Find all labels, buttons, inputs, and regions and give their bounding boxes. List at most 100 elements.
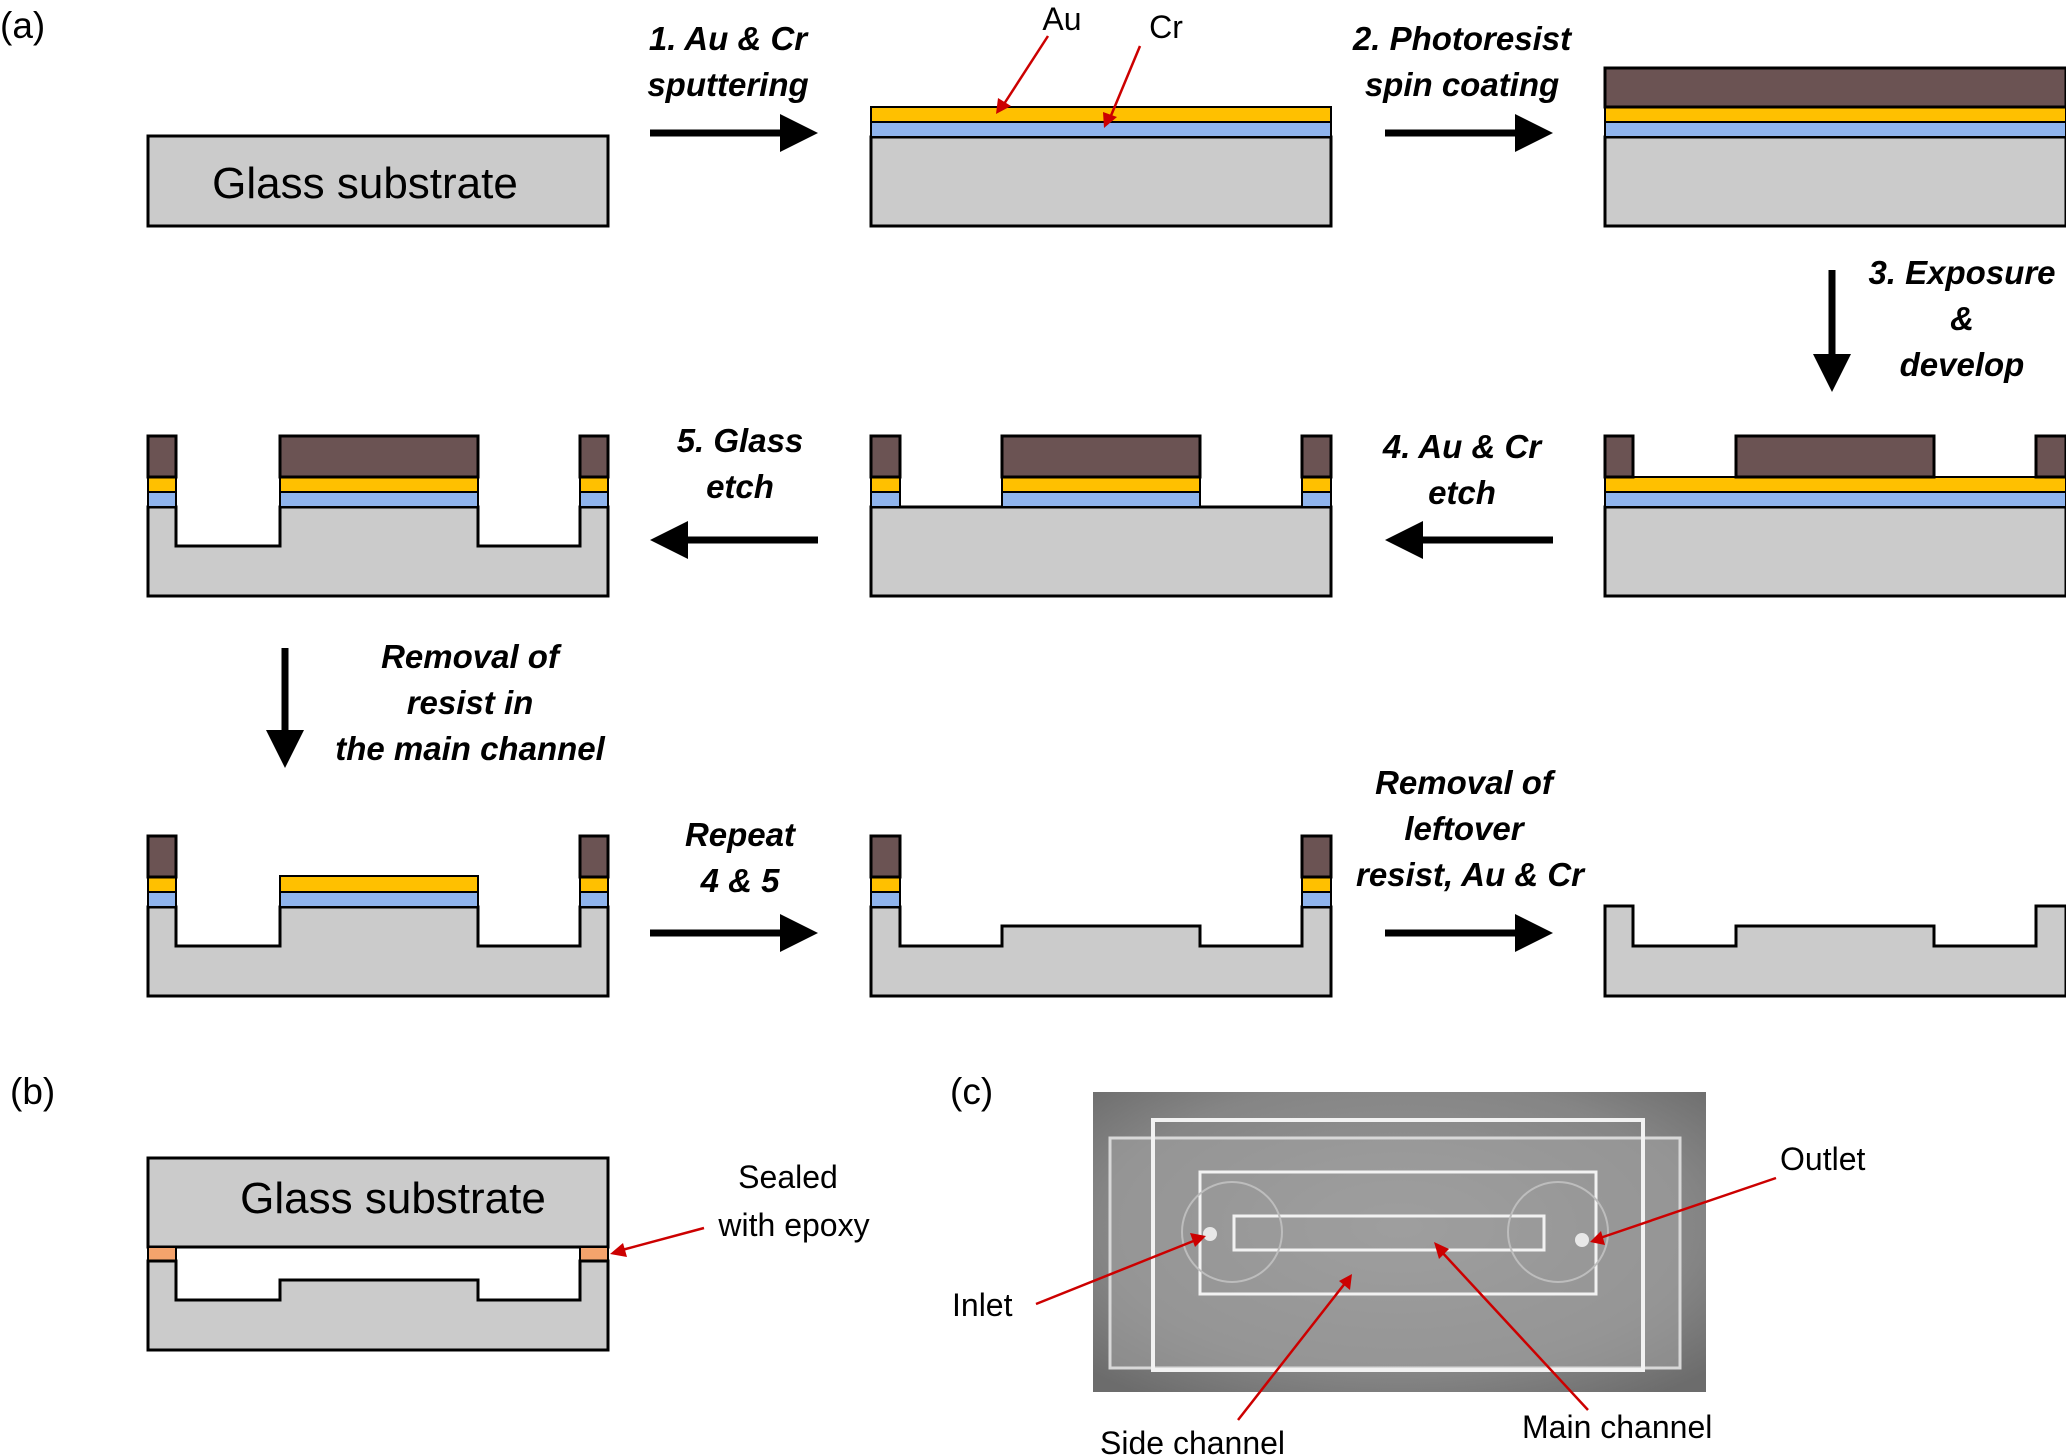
- photoresist-right: [2034, 434, 2066, 479]
- arrow-step-4: [1385, 521, 1553, 559]
- repeat-line-2: 4 & 5: [700, 862, 781, 899]
- cr-right: [1301, 491, 1332, 508]
- arrow-step-1: [650, 114, 818, 152]
- cr-pointer-arrow: [1103, 45, 1142, 128]
- arrow-step-2: [1385, 114, 1553, 152]
- step-4-line-2: etch: [1428, 474, 1496, 511]
- cr-layer: [1604, 491, 2066, 508]
- removal-main-line-1: Removal of: [381, 638, 562, 675]
- au-layer: [870, 106, 1332, 123]
- panel-b-sealed-chip: Glass substrate: [146, 1156, 610, 1352]
- arrow-removal-main: [266, 648, 304, 768]
- glass-substrate-label: Glass substrate: [212, 159, 518, 208]
- step-2-line-2: spin coating: [1365, 66, 1559, 103]
- au-center: [1001, 476, 1201, 493]
- epoxy-left: [147, 1246, 177, 1262]
- photoresist-center: [1734, 434, 1936, 479]
- photoresist-left: [1603, 434, 1635, 479]
- cr-left: [147, 491, 177, 508]
- au-center: [279, 875, 479, 893]
- glass-block: [146, 905, 610, 998]
- glass-block: [1603, 904, 2066, 998]
- arrow-removal-leftover: [1385, 914, 1553, 952]
- inlet-hole: [1203, 1227, 1217, 1241]
- panel-label-a: (a): [0, 5, 45, 46]
- au-layer: [1604, 106, 2066, 123]
- stage-glass-etched: [146, 434, 610, 598]
- stage-exposed: [1603, 434, 2066, 598]
- photoresist-left: [146, 834, 178, 879]
- stage-metal-etched: [869, 434, 1333, 598]
- removal-leftover-line-3: resist, Au & Cr: [1356, 856, 1586, 893]
- panel-label-b: (b): [10, 1071, 55, 1112]
- stage-two-depth-etch: [869, 834, 1333, 998]
- cr-right: [1301, 891, 1332, 908]
- glass-block: [146, 505, 610, 598]
- cr-right: [579, 491, 609, 508]
- removal-main-line-3: the main channel: [335, 730, 605, 767]
- arrow-step-5: [650, 521, 818, 559]
- cr-layer: [870, 121, 1332, 138]
- removal-leftover-line-1: Removal of: [1375, 764, 1556, 801]
- cr-layer: [1604, 121, 2066, 138]
- cr-left: [147, 891, 177, 908]
- step-1-line-1: 1. Au & Cr: [649, 20, 809, 57]
- arrow-step-3: [1813, 270, 1851, 392]
- epoxy-pointer-arrow: [610, 1226, 705, 1257]
- glass-block: [869, 505, 1333, 598]
- au-left: [870, 476, 901, 493]
- au-layer: [1604, 476, 2066, 493]
- top-glass-block: [146, 1156, 610, 1249]
- removal-leftover-line-2: leftover: [1404, 810, 1525, 847]
- side-channel-outline: [1198, 1170, 1598, 1296]
- au-left: [147, 876, 177, 893]
- cr-left: [870, 891, 901, 908]
- photoresist-left: [869, 834, 902, 879]
- au-left: [147, 476, 177, 493]
- glass-block: [146, 134, 610, 228]
- stage-final-channel: [1603, 904, 2066, 998]
- main-channel-outline: [1232, 1214, 1546, 1252]
- glass-block: [1603, 135, 2066, 228]
- step-3-line-3: develop: [1900, 346, 2025, 383]
- au-left: [870, 876, 901, 893]
- au-right: [579, 876, 609, 893]
- step-1-line-2: sputtering: [647, 66, 808, 103]
- au-right: [1301, 476, 1332, 493]
- step-3-line-1: 3. Exposure: [1868, 254, 2055, 291]
- stage-photoresist: [1603, 66, 2066, 228]
- bottom-glass-block: [146, 1259, 610, 1352]
- cr-center: [279, 891, 479, 908]
- glass-block: [869, 905, 1333, 998]
- cr-right: [579, 891, 609, 908]
- photoresist-left: [869, 434, 902, 479]
- sealed-label-line-1: Sealed: [738, 1159, 838, 1195]
- photoresist-center: [1000, 434, 1202, 479]
- outlet-hole: [1575, 1233, 1589, 1247]
- photoresist-center: [278, 434, 480, 479]
- step-4-line-1: 4. Au & Cr: [1382, 428, 1543, 465]
- arrow-repeat: [650, 914, 818, 952]
- panel-c-chip-photo: [1093, 1092, 1706, 1392]
- stage-resist-removed-center: [146, 834, 610, 998]
- inlet-pointer-arrow: [1035, 1233, 1206, 1306]
- step-5-line-1: 5. Glass: [677, 422, 804, 459]
- repeat-line-1: Repeat: [685, 816, 797, 853]
- glass-block: [1603, 505, 2066, 598]
- panel-b-glass-label: Glass substrate: [240, 1174, 546, 1223]
- cr-label: Cr: [1149, 9, 1183, 45]
- photoresist-right: [578, 434, 610, 479]
- main-channel-label: Main channel: [1522, 1409, 1712, 1445]
- panel-label-c: (c): [950, 1071, 993, 1112]
- photoresist-left: [146, 434, 178, 479]
- cr-left: [870, 491, 901, 508]
- au-right: [1301, 876, 1332, 893]
- step-5-line-2: etch: [706, 468, 774, 505]
- au-label: Au: [1042, 1, 1081, 37]
- cr-center: [279, 491, 479, 508]
- glass-block: [869, 135, 1333, 228]
- stage-sputtered: [869, 106, 1333, 228]
- outlet-port-ring: [1507, 1181, 1609, 1283]
- au-pointer-arrow: [996, 35, 1050, 114]
- inlet-port-ring: [1181, 1181, 1283, 1283]
